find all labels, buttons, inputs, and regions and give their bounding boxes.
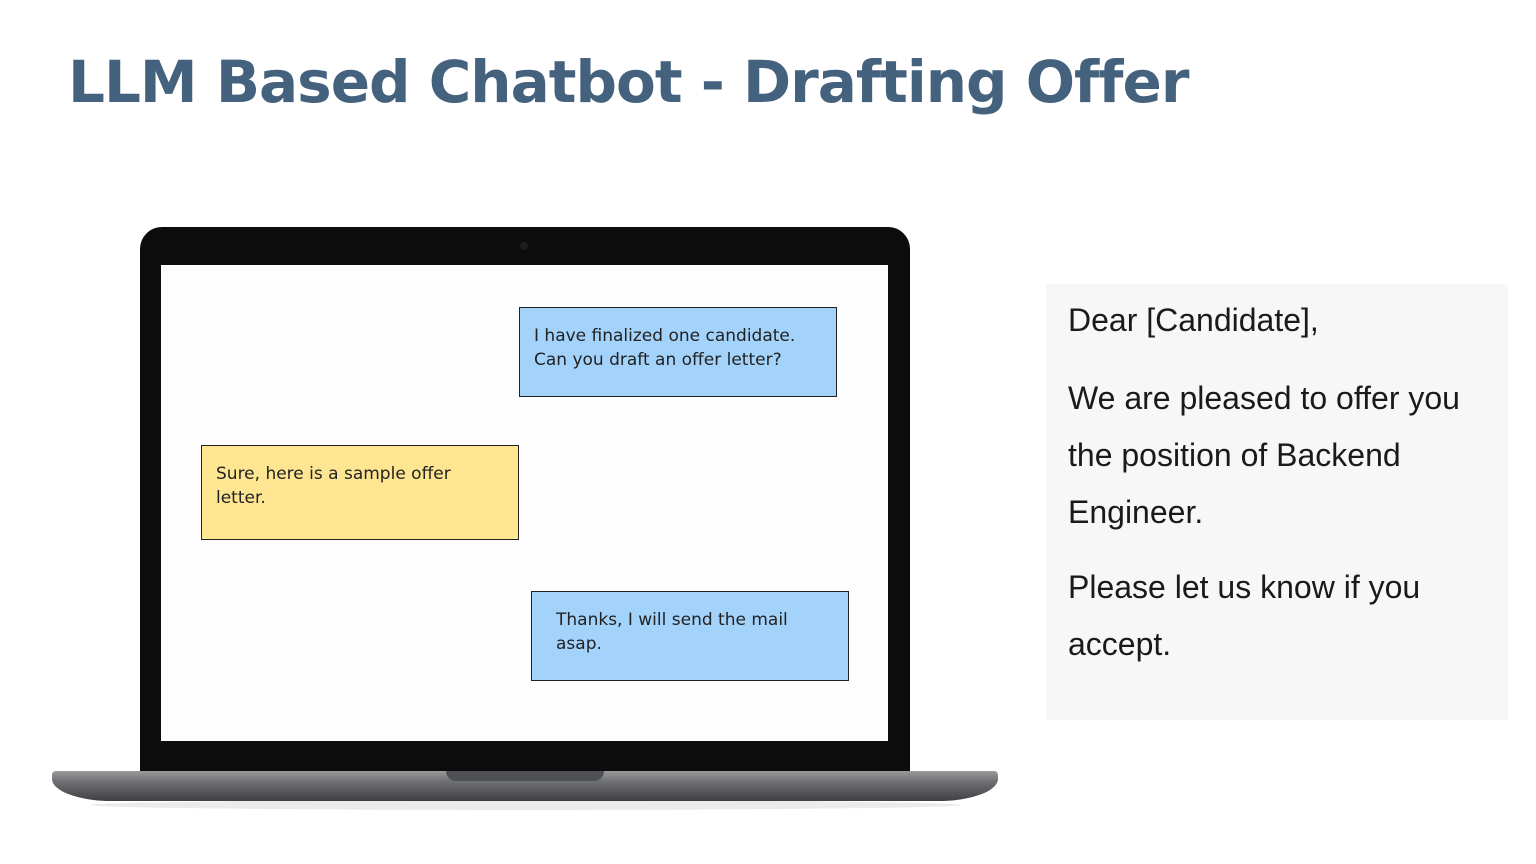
camera-icon (520, 242, 528, 250)
offer-letter-panel: Dear [Candidate], We are pleased to offe… (1046, 284, 1508, 720)
letter-closing: Please let us know if you accept. (1068, 569, 1421, 662)
letter-greeting: Dear [Candidate], (1068, 302, 1319, 338)
letter-body: We are pleased to offer you the position… (1068, 380, 1460, 530)
slide-title: LLM Based Chatbot - Drafting Offer (68, 48, 1189, 116)
user-message-bubble: Thanks, I will send the mail asap. (531, 591, 849, 681)
laptop-notch (446, 771, 604, 781)
laptop-screen-frame: I have finalized one candidate. Can you … (140, 227, 910, 775)
bot-message-bubble: Sure, here is a sample offer letter. (201, 445, 519, 540)
chat-window: I have finalized one candidate. Can you … (161, 265, 888, 741)
user-message-bubble: I have finalized one candidate. Can you … (519, 307, 837, 397)
laptop-shadow (90, 800, 960, 810)
laptop-base (52, 771, 998, 801)
